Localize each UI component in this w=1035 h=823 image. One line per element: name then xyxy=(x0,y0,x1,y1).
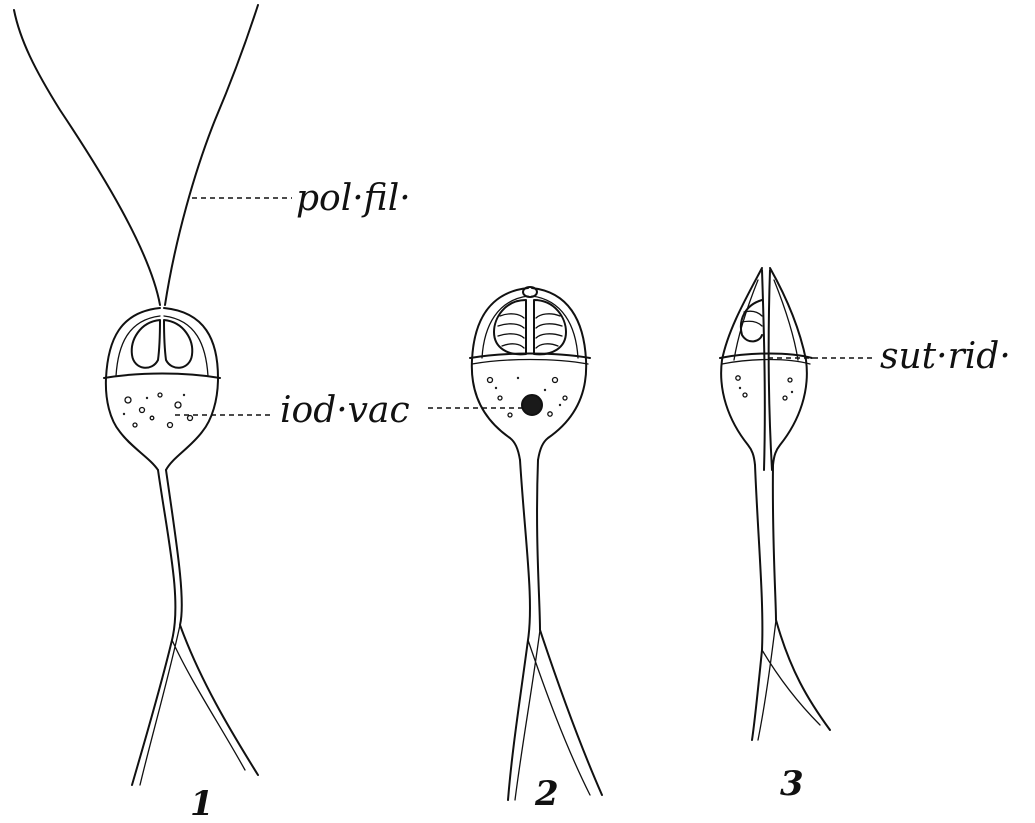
sutural-line-inner xyxy=(472,360,588,365)
polar-filament-left xyxy=(14,10,160,305)
figure-number-1: 1 xyxy=(190,784,214,823)
polar-capsule-left-coiled xyxy=(494,300,526,354)
label-iodinophilous-vacuole: iod·vac xyxy=(280,390,410,431)
spore-shell-inner xyxy=(482,296,578,358)
spore-shell-outline xyxy=(472,288,586,460)
figure-1-spore xyxy=(14,5,258,785)
figure-number-2: 2 xyxy=(534,774,559,814)
figure-number-3: 3 xyxy=(780,764,804,804)
caudal-process-left xyxy=(752,465,762,740)
spore-shell-inner xyxy=(734,280,798,360)
polar-capsule-right xyxy=(164,320,192,368)
label-sutural-ridge: sut·rid· xyxy=(880,336,1011,377)
sporoplasm-granules xyxy=(123,393,193,428)
sutural-ridge xyxy=(762,270,772,470)
sutural-line xyxy=(104,374,220,379)
sutural-line xyxy=(470,354,590,359)
caudal-process-right xyxy=(166,470,258,775)
spore-shell-outline xyxy=(106,308,218,470)
spore-shell-inner xyxy=(116,316,208,376)
label-polar-filament: pol·fil· xyxy=(296,178,411,219)
figure-3-spore xyxy=(720,268,830,740)
iodinophilous-vacuole xyxy=(522,395,542,415)
sutural-line-inner xyxy=(722,360,810,365)
caudal-process-left xyxy=(508,460,530,800)
apical-knob xyxy=(523,287,537,297)
caudal-process-left xyxy=(132,470,175,785)
caudal-process-right xyxy=(537,460,602,795)
polar-capsule-right-coiled xyxy=(534,300,566,354)
caudal-process-right xyxy=(773,465,830,730)
polar-filament-right xyxy=(165,5,258,305)
figure-2-spore xyxy=(470,287,602,800)
caudal-process-inner xyxy=(758,620,820,740)
polar-capsule-left xyxy=(132,320,160,368)
